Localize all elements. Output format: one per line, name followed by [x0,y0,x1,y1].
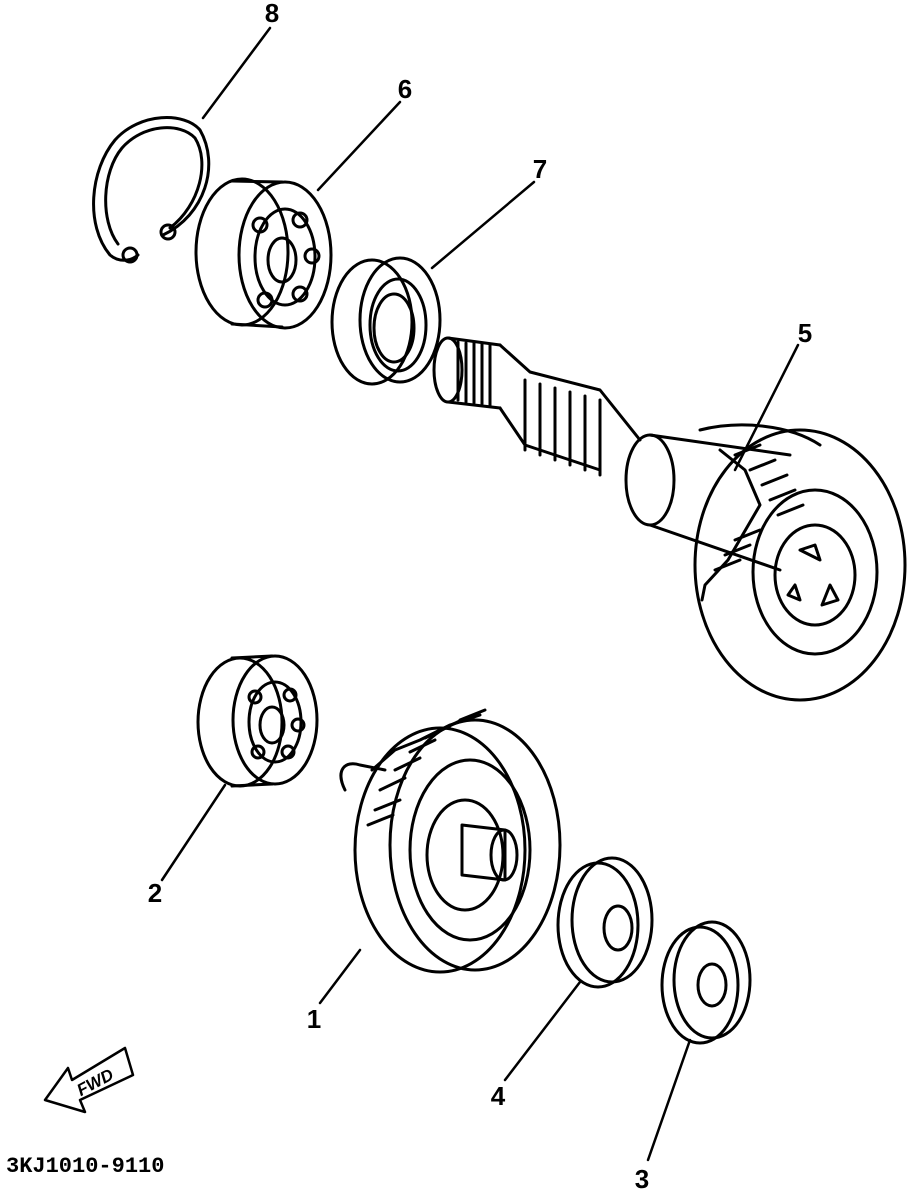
diagram-code: 3KJ1010-9110 [6,1154,164,1179]
callout-3: 3 [635,1164,649,1191]
callout-8: 8 [265,0,279,28]
callout-2: 2 [148,878,162,908]
bearing-part-2 [196,654,319,788]
callout-5: 5 [798,318,812,348]
shaft-gear-part-5 [432,336,907,702]
callout-1: 1 [307,1004,321,1034]
gear-part-1 [339,708,562,974]
leader-lines [160,26,800,1162]
callout-7: 7 [533,154,547,184]
fwd-label: FWD [74,1065,117,1100]
circlip-part-8 [92,116,211,264]
fwd-arrow-icon [43,1046,135,1114]
washer-part-3 [660,920,752,1045]
oil-seal-part-7 [330,256,442,386]
washer-part-4 [556,856,654,989]
callout-6: 6 [398,74,412,104]
bearing-part-6 [194,177,333,330]
callout-4: 4 [491,1081,506,1111]
